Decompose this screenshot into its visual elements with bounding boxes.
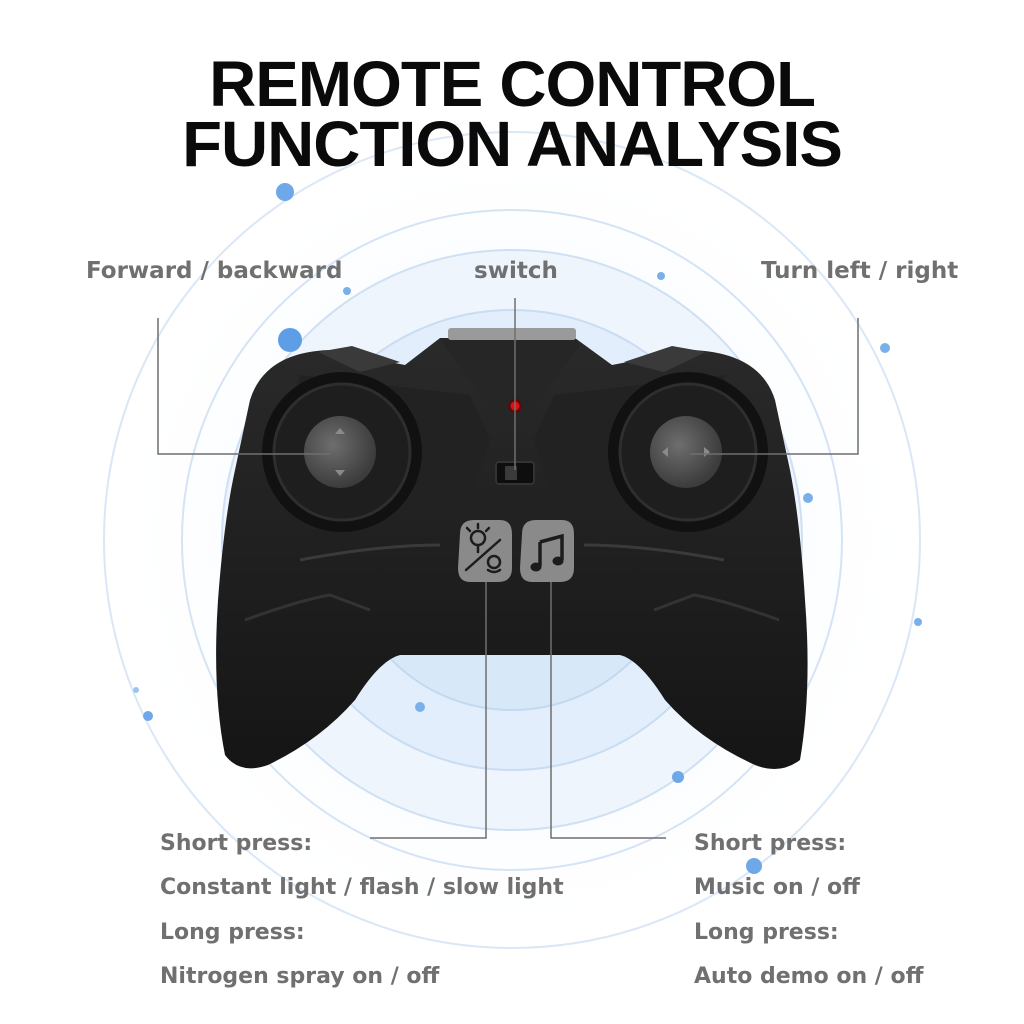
light-long-press-label: Long press: [160,920,305,945]
left-joystick[interactable] [262,372,422,532]
light-short-press-label: Short press: [160,831,313,856]
switch-label: switch [474,258,558,284]
power-switch[interactable] [495,461,535,485]
music-note-icon [530,533,564,572]
light-spray-icon [464,522,502,574]
left-stick-label: Forward / backward [86,258,343,284]
left-stick-callout-line [157,318,330,455]
music-button-callout-line [550,582,666,839]
callout-lines [157,298,859,839]
decorative-dots [133,183,922,874]
light-short-press-action: Constant light / flash / slow light [160,875,564,900]
music-long-press-label: Long press: [694,920,839,945]
right-joystick[interactable] [608,372,768,532]
right-stick-label: Turn left / right [761,258,959,284]
right-stick-callout-line [690,318,859,455]
light-spray-button[interactable] [458,520,512,582]
music-button[interactable] [520,520,574,582]
light-button-callout-line [370,582,487,839]
music-short-press-label: Short press: [694,831,847,856]
music-short-press-action: Music on / off [694,875,860,900]
remote-controller [216,328,808,769]
music-long-press-action: Auto demo on / off [694,964,924,989]
page-title-line-2: FUNCTION ANALYSIS [182,108,843,180]
light-long-press-action: Nitrogen spray on / off [160,964,440,989]
page-title-line-1: REMOTE CONTROL [209,48,816,120]
